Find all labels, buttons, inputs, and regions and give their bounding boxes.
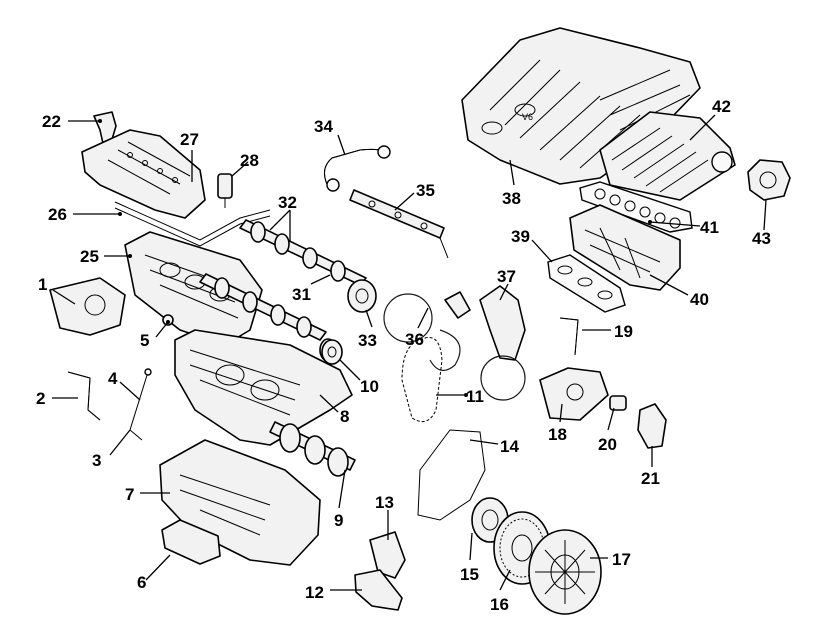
leader-lines bbox=[52, 114, 767, 591]
callout-12: 12 bbox=[305, 583, 324, 602]
callout-17: 17 bbox=[612, 550, 631, 569]
callout-2: 2 bbox=[36, 389, 45, 408]
callout-40: 40 bbox=[690, 290, 709, 309]
cover-emblem-text: V6 bbox=[522, 112, 533, 122]
callout-19: 19 bbox=[614, 322, 633, 341]
coolant-crossover-pipe bbox=[324, 145, 391, 192]
oil-dipstick bbox=[129, 368, 152, 441]
coolant-temp-sensor bbox=[609, 395, 627, 411]
callout-22: 22 bbox=[42, 112, 61, 131]
callout-37: 37 bbox=[497, 267, 516, 286]
clutch-pressure-plate bbox=[528, 529, 602, 615]
camshaft-lower bbox=[199, 273, 337, 362]
oil-pump bbox=[49, 277, 126, 336]
callout-31: 31 bbox=[292, 285, 311, 304]
valve-cover bbox=[81, 129, 206, 219]
callout-18: 18 bbox=[548, 425, 567, 444]
callout-36: 36 bbox=[405, 330, 424, 349]
crankshaft bbox=[269, 421, 356, 477]
watermark bbox=[383, 293, 526, 401]
callout-41: 41 bbox=[700, 218, 719, 237]
timing-front-cover bbox=[417, 429, 486, 521]
callout-34: 34 bbox=[314, 117, 333, 136]
callout-43: 43 bbox=[752, 229, 771, 248]
callout-33: 33 bbox=[358, 331, 377, 350]
manifold-gasket bbox=[547, 254, 626, 313]
callout-6: 6 bbox=[137, 573, 146, 592]
oil-pickup-tube bbox=[67, 371, 101, 421]
water-outlet bbox=[479, 285, 526, 361]
cylinder-head bbox=[124, 231, 263, 346]
callout-42: 42 bbox=[712, 97, 731, 116]
starter-motor bbox=[369, 531, 406, 579]
callout-14: 14 bbox=[500, 437, 519, 456]
callout-10: 10 bbox=[360, 377, 379, 396]
timing-guide bbox=[444, 291, 471, 319]
thermostat-housing bbox=[539, 367, 609, 421]
callout-28: 28 bbox=[240, 151, 259, 170]
coolant-tube bbox=[559, 317, 579, 356]
callout-4: 4 bbox=[108, 369, 118, 388]
engine-block bbox=[174, 329, 353, 446]
callout-27: 27 bbox=[180, 130, 199, 149]
callout-39: 39 bbox=[511, 227, 530, 246]
callout-11: 11 bbox=[466, 387, 484, 406]
callout-labels: 22 27 28 26 25 1 2 3 4 5 6 7 8 9 10 11 1… bbox=[36, 97, 771, 614]
intake-manifold-lower bbox=[569, 204, 681, 291]
callout-7: 7 bbox=[125, 485, 134, 504]
callout-5: 5 bbox=[140, 331, 149, 350]
callout-16: 16 bbox=[490, 595, 509, 614]
timing-chain bbox=[401, 337, 443, 423]
callout-8: 8 bbox=[340, 407, 349, 426]
callout-1: 1 bbox=[38, 275, 47, 294]
fuel-rail bbox=[349, 189, 449, 259]
intake-manifold-upper bbox=[599, 111, 736, 201]
heat-shield bbox=[354, 569, 403, 611]
intake-gasket bbox=[579, 181, 693, 233]
callout-13: 13 bbox=[375, 493, 394, 512]
valve-cover-gasket bbox=[114, 201, 271, 247]
pcv-valve bbox=[217, 173, 233, 208]
camshaft-upper bbox=[239, 219, 367, 286]
throttle-body bbox=[747, 159, 791, 201]
callout-9: 9 bbox=[334, 511, 343, 530]
callout-3: 3 bbox=[92, 451, 101, 470]
timing-tensioner bbox=[347, 279, 377, 313]
callout-38: 38 bbox=[502, 189, 521, 208]
callout-25: 25 bbox=[80, 247, 99, 266]
callout-20: 20 bbox=[598, 435, 617, 454]
water-pump bbox=[637, 403, 667, 449]
crank-oil-seal bbox=[321, 339, 343, 365]
callout-26: 26 bbox=[48, 205, 67, 224]
callout-35: 35 bbox=[416, 181, 435, 200]
callout-32: 32 bbox=[278, 193, 297, 212]
oil-pan-lower bbox=[161, 519, 221, 565]
callout-21: 21 bbox=[641, 469, 660, 488]
callout-15: 15 bbox=[460, 565, 479, 584]
